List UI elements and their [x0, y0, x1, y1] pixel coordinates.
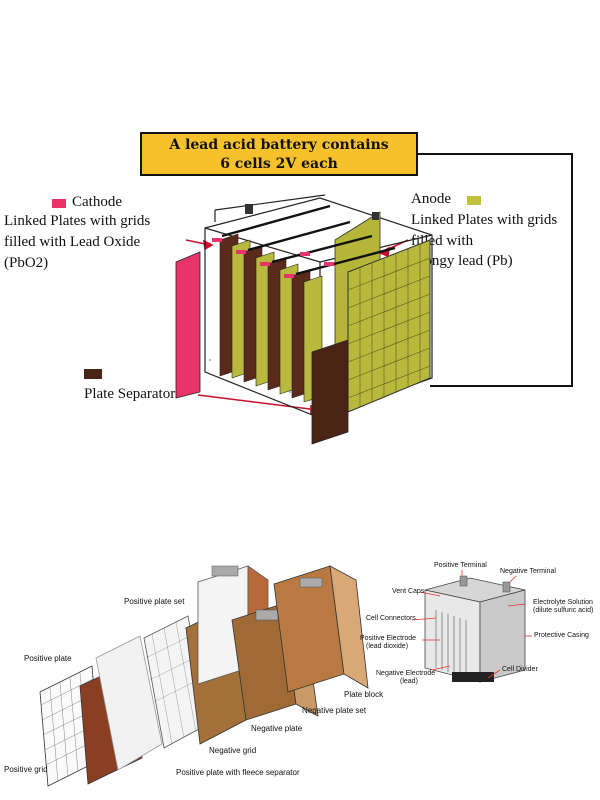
- cathode-plate: [175, 251, 201, 399]
- label-negative-electrode-line-1: Negative Electrode: [376, 670, 436, 677]
- negative-grid-lines: [145, 621, 199, 745]
- separator-label: Plate Separator: [84, 386, 176, 402]
- cutaway-leader-lines: [411, 570, 532, 679]
- label-negative-plate-set: Negative plate set: [302, 706, 367, 715]
- anode-desc-line-1: Linked Plates with grids: [411, 212, 558, 228]
- title-line-1: A lead acid battery contains: [169, 137, 389, 153]
- label-positive-terminal: Positive Terminal: [434, 562, 487, 569]
- anode-desc-line-3: spongy lead (Pb): [411, 253, 513, 269]
- label-electrolyte-line-1: Electrolyte Solution: [533, 599, 593, 606]
- label-positive-electrode-line-2: (lead dioxide): [366, 643, 409, 650]
- separator-swatch: [84, 369, 102, 379]
- cutaway-plates: [435, 610, 467, 678]
- front-separator-plate: [311, 339, 349, 445]
- terminal-post-left: [245, 204, 253, 214]
- cathode-desc-line-3: (PbO2): [4, 255, 49, 271]
- label-positive-grid: Positive grid: [4, 765, 48, 774]
- diagram-title: A lead acid battery contains 6 cells 2V …: [140, 132, 418, 176]
- title-line-2: 6 cells 2V each: [220, 156, 338, 172]
- cell-connectors: [221, 204, 396, 276]
- label-positive-electrode-line-1: Positive Electrode: [360, 635, 417, 642]
- terminal-post-right: [372, 212, 379, 220]
- cutaway-side: [479, 589, 526, 683]
- cutaway-base: [452, 672, 494, 682]
- label-cell-connectors: Cell Connectors: [366, 615, 416, 622]
- label-negative-plate: Negative plate: [251, 724, 303, 733]
- cathode-desc-line-1: Linked Plates with grids: [4, 213, 151, 229]
- label-protective-casing: Protective Casing: [534, 632, 589, 639]
- anode-swatch: [467, 196, 481, 205]
- cell-plates: [219, 233, 323, 403]
- plate-block-lug: [299, 577, 323, 588]
- anode-label: Anode: [411, 191, 451, 207]
- label-fleece-separator: Positive plate with fleece separator: [176, 768, 300, 777]
- anode-grid-lines: [347, 244, 431, 407]
- plate-block-side: [329, 565, 369, 689]
- cathode-label: Cathode: [72, 194, 122, 210]
- label-negative-terminal: Negative Terminal: [500, 568, 556, 575]
- cutaway-front: [424, 589, 481, 683]
- label-negative-grid: Negative grid: [209, 746, 257, 755]
- label-positive-plate: Positive plate: [24, 654, 72, 663]
- label-positive-plate-set: Positive plate set: [124, 597, 185, 606]
- positive-set-lug: [211, 565, 239, 577]
- label-electrolyte-line-2: (dilute sulfuric acid): [533, 607, 594, 614]
- cathode-desc-line-2: filled with Lead Oxide: [4, 234, 141, 250]
- label-vent-caps: Vent Caps: [392, 588, 425, 595]
- cathode-swatch: [52, 199, 66, 208]
- fleece-separator: [95, 635, 163, 771]
- red-plate-tops: [212, 238, 334, 278]
- label-cell-divider: Cell Divider: [502, 666, 538, 673]
- label-plate-block: Plate block: [344, 690, 384, 699]
- negative-terminal-post: [502, 581, 511, 593]
- positive-terminal-post: [459, 575, 468, 587]
- label-negative-electrode-line-2: (lead): [400, 678, 418, 685]
